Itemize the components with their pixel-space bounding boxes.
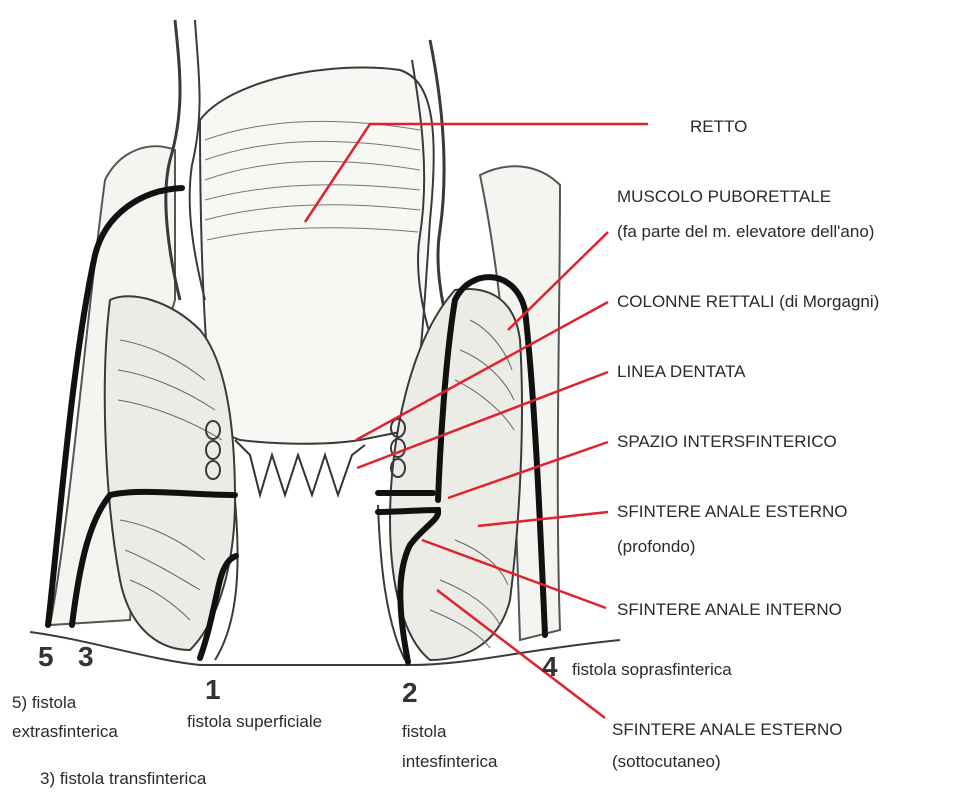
- label-spazio-intersfinterico: SPAZIO INTERSFINTERICO: [617, 432, 837, 452]
- label-sfintere-esterno-profondo: SFINTERE ANALE ESTERNO: [617, 502, 848, 522]
- label-puborettale-note: (fa parte del m. elevatore dell'ano): [617, 222, 874, 242]
- label-profondo: (profondo): [617, 537, 695, 557]
- fistula-number-1: 1: [205, 675, 221, 705]
- caption-fistula-5-line1: 5) fistola: [12, 693, 76, 713]
- caption-fistula-4: fistola soprasfinterica: [572, 660, 732, 680]
- label-sfintere-esterno-sottocutaneo: SFINTERE ANALE ESTERNO: [612, 720, 843, 740]
- caption-fistula-3: 3) fistola transfinterica: [40, 769, 206, 789]
- caption-fistula-2-line2: intesfinterica: [402, 752, 497, 772]
- fistula-number-2: 2: [402, 678, 418, 708]
- label-linea-dentata: LINEA DENTATA: [617, 362, 745, 382]
- caption-fistula-1: fistola superficiale: [187, 712, 322, 732]
- fistula-number-4: 4: [542, 652, 558, 682]
- label-sfintere-interno: SFINTERE ANALE INTERNO: [617, 600, 842, 620]
- label-retto: RETTO: [690, 117, 747, 137]
- label-sottocutaneo: (sottocutaneo): [612, 752, 721, 772]
- fistula-number-5: 5: [38, 642, 54, 672]
- caption-fistula-5-line2: extrasfinterica: [12, 722, 118, 742]
- caption-fistula-2-line1: fistola: [402, 722, 446, 742]
- dentate-line-teeth: [235, 440, 365, 495]
- fistula-number-3: 3: [78, 642, 94, 672]
- label-colonne-rettali: COLONNE RETTALI (di Morgagni): [617, 292, 879, 312]
- label-puborettale-title: MUSCOLO PUBORETTALE: [617, 187, 831, 207]
